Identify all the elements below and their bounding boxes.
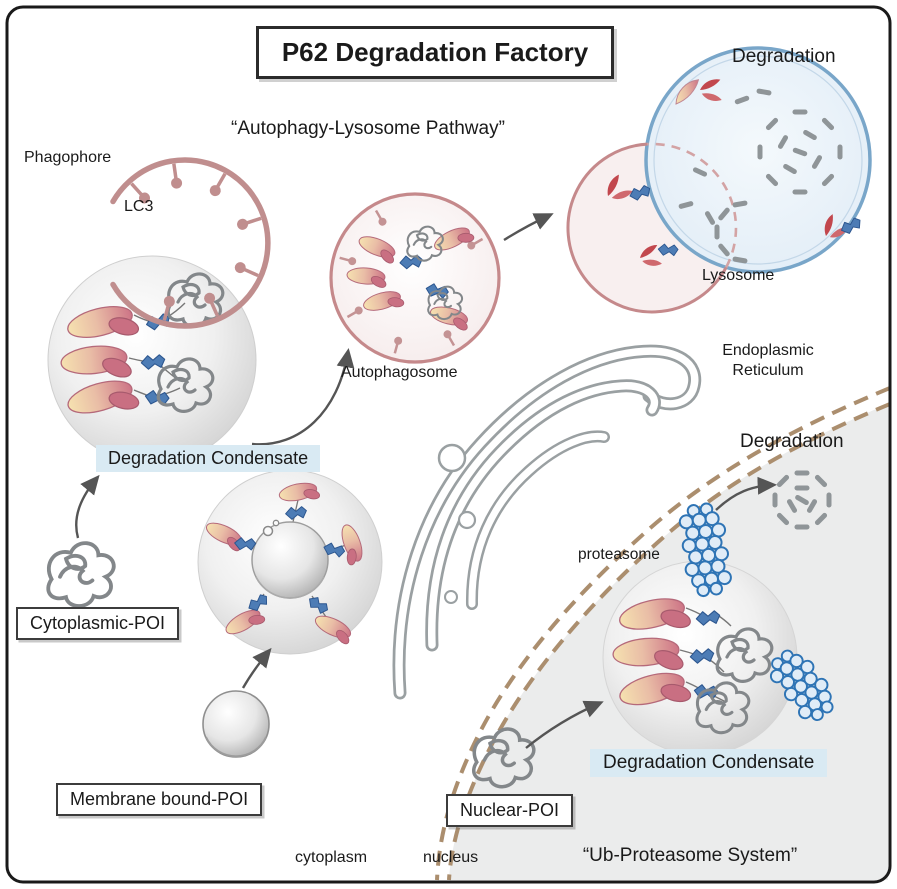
degradation-condensate-cytoplasmic: [47, 255, 257, 465]
ub-proteasome-system-label: “Ub-Proteasome System”: [582, 845, 798, 866]
nucleus-label: nucleus: [423, 849, 479, 866]
flow-arrows: [75, 213, 778, 749]
lysosome: [566, 46, 872, 314]
membrane-bound-poi-label: Membrane bound-POI: [56, 783, 263, 816]
phagophore-label: Phagophore: [24, 149, 112, 166]
vesicle: [437, 443, 467, 473]
arrow-sphere-to-condensate: [241, 647, 272, 689]
arrow-autophagosome-to-lysosome: [503, 213, 554, 242]
vesicle: [457, 510, 477, 530]
cytoplasm-label: cytoplasm: [295, 849, 368, 866]
lc3-label: LC3: [124, 198, 154, 215]
lc3-icon: [233, 211, 265, 233]
diagram-border: [5, 5, 892, 884]
membrane-poi-condensate: [197, 469, 383, 655]
degradation-proteasome-label: Degradation: [740, 431, 844, 452]
degradation-lysosome-label: Degradation: [732, 46, 836, 67]
degradation-condensate-label-cyto: Degradation Condensate: [96, 445, 321, 472]
autophagy-pathway-label: “Autophagy-Lysosome Pathway”: [231, 118, 505, 139]
lc3-icon: [231, 258, 263, 283]
phagophore: [110, 157, 271, 329]
arrow-proteasome-to-degradation: [715, 476, 778, 511]
lc3-icon: [205, 169, 232, 200]
arrow-condensate-to-autophagosome: [251, 347, 355, 446]
nuclear-poi-label: Nuclear-POI: [446, 794, 574, 827]
autophagosome: [329, 192, 501, 364]
lc3-icon: [166, 161, 185, 192]
degradation-condensate-label-nuclear: Degradation Condensate: [590, 749, 828, 777]
lysosome-label: Lysosome: [702, 267, 775, 284]
nuclear-envelope: [435, 386, 891, 881]
autophagosome-label: Autophagosome: [341, 364, 458, 381]
arrow-nuclear-poi-to-condensate: [525, 700, 604, 749]
cytoplasmic-poi-aggregate: [46, 541, 116, 608]
page-title: P62 Degradation Factory: [256, 26, 614, 79]
cytoplasmic-poi-label: Cytoplasmic-POI: [16, 607, 180, 640]
proteasome-label: proteasome: [578, 546, 660, 563]
endoplasmic-reticulum-label: Endoplasmic Reticulum: [722, 342, 814, 379]
arrow-cyto-poi-to-condensate: [75, 474, 100, 539]
endoplasmic-reticulum: [392, 344, 702, 700]
membrane-bound-poi-sphere: [202, 690, 270, 758]
vesicle: [444, 590, 458, 604]
